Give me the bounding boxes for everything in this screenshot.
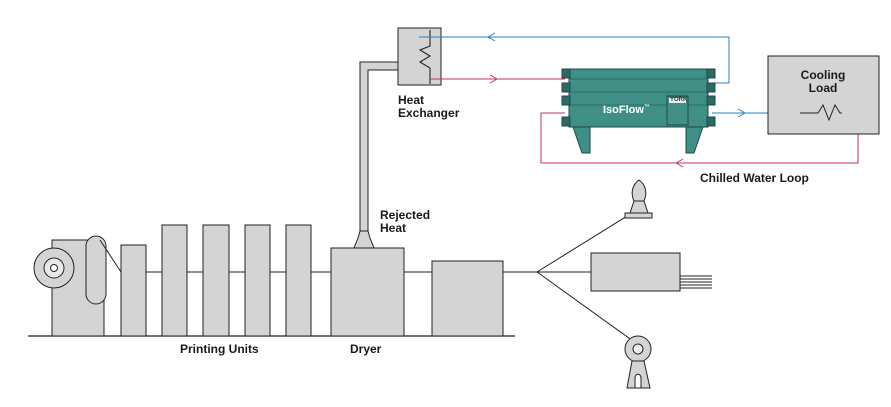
unwind-stand bbox=[33, 235, 107, 337]
rejected-heat-label-line2: Heat bbox=[380, 221, 407, 235]
chiller-brand: IsoFlow™ bbox=[603, 104, 650, 116]
dryer-text: Dryer bbox=[350, 342, 382, 356]
sheeter-middle bbox=[590, 252, 712, 292]
york-badge: YORK bbox=[670, 97, 687, 103]
exhaust-hood bbox=[353, 230, 375, 249]
dryer bbox=[330, 247, 405, 337]
cooling-load bbox=[767, 55, 880, 135]
printing-unit bbox=[161, 224, 188, 337]
printing-unit bbox=[244, 224, 271, 337]
heat-exchanger-label-line2: Exchanger bbox=[398, 106, 460, 120]
york-badge-text: YORK bbox=[670, 97, 688, 103]
sheeter-top bbox=[624, 179, 653, 219]
isoflow-chiller bbox=[561, 68, 716, 154]
rejected-heat-label-line1: Rejected bbox=[380, 208, 431, 222]
heat-exchanger-label: Heat Exchanger bbox=[398, 94, 459, 120]
printing-units bbox=[120, 224, 312, 337]
chilled-water-loop-label: Chilled Water Loop bbox=[700, 172, 809, 185]
printing-units-label: Printing Units bbox=[180, 343, 259, 356]
rewinder-bottom bbox=[624, 335, 652, 389]
dryer-label: Dryer bbox=[350, 343, 381, 356]
exhaust-duct bbox=[359, 61, 401, 232]
delivery-lines bbox=[536, 207, 641, 347]
cooling-load-label-line1: Cooling bbox=[800, 68, 846, 82]
rejected-heat-label: Rejected Heat bbox=[380, 209, 430, 235]
printing-units-text: Printing Units bbox=[180, 342, 259, 356]
printing-unit bbox=[202, 224, 230, 337]
chiller-trademark: ™ bbox=[643, 104, 650, 111]
heat-exchanger-label-line1: Heat bbox=[398, 93, 425, 107]
chill-unit bbox=[431, 260, 504, 337]
chiller-brand-text: IsoFlow bbox=[603, 104, 644, 116]
printing-unit bbox=[285, 224, 312, 337]
cooling-load-label: Cooling Load bbox=[790, 69, 856, 95]
chilled-water-loop-text: Chilled Water Loop bbox=[700, 171, 809, 185]
cooling-load-label-line2: Load bbox=[808, 81, 838, 95]
printing-unit bbox=[120, 244, 147, 337]
